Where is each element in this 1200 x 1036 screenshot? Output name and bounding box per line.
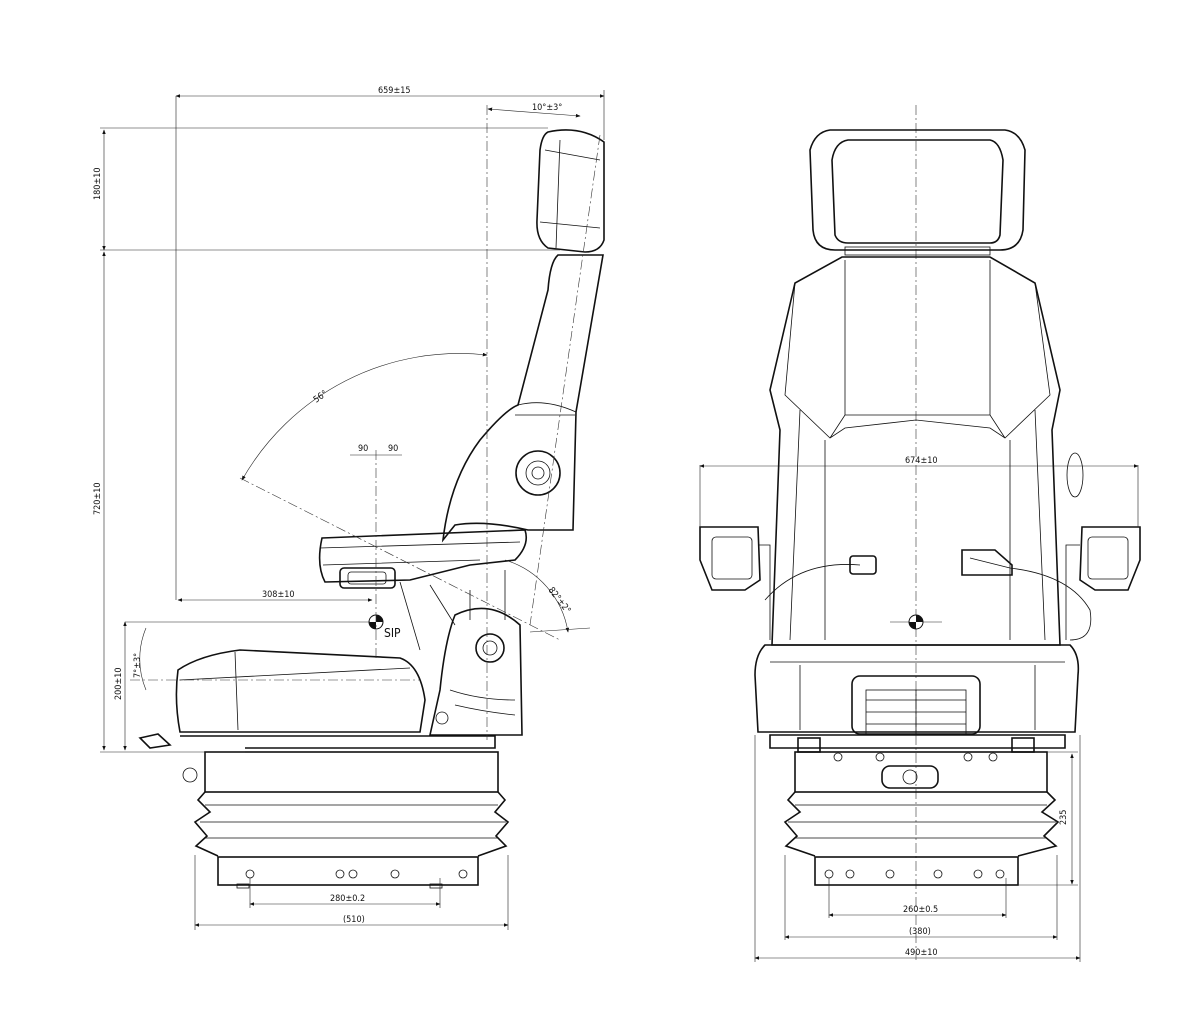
dim-armrest-angle: 82°±2° <box>546 586 573 616</box>
recline-knob-icon <box>515 450 561 496</box>
sip-label: SIP <box>384 626 401 640</box>
armrest-adjust-handle <box>339 567 396 589</box>
dim-back-height: 720±10 <box>93 482 103 515</box>
side-view: SIP 659±15 10°±3° 180±10 720±10 56° 90 9… <box>93 86 605 930</box>
dim-headrest-height: 180±10 <box>93 167 103 200</box>
dim-mount-spacing-front: 260±0.5 <box>903 905 938 915</box>
dim-sip-offset-left: 90 <box>358 444 368 454</box>
dim-mount-spacing: 280±0.2 <box>330 894 365 904</box>
side-suspension <box>182 751 510 889</box>
side-backrest <box>441 254 604 543</box>
dim-suspension-height: 235 <box>1059 810 1069 825</box>
height-adjust-handle <box>881 765 939 789</box>
front-armrest-right <box>1065 526 1141 640</box>
front-backrest <box>764 256 1092 646</box>
dim-sip-offset-right: 90 <box>388 444 398 454</box>
dim-seat-width: 490±10 <box>905 948 938 958</box>
side-seat-cushion <box>175 649 426 733</box>
connector-plug <box>849 555 877 575</box>
slide-lever <box>138 733 172 749</box>
dim-base-width: (380) <box>909 927 931 937</box>
front-sip-marker <box>890 614 942 630</box>
front-seat-base <box>754 644 1080 735</box>
side-armrest <box>318 529 528 589</box>
side-mechanism <box>429 607 523 736</box>
dim-armrest-width: 674±10 <box>905 456 938 466</box>
side-headrest <box>536 129 605 253</box>
dim-headrest-angle: 10°±3° <box>532 103 562 113</box>
dim-cushion-angle: 7°±3° <box>133 653 143 678</box>
front-view: 674±10 235 260±0.5 (380) 490±10 <box>699 105 1141 962</box>
sip-marker: SIP <box>368 614 401 640</box>
dim-seat-height: 200±10 <box>114 667 124 700</box>
recline-knob-icon <box>1066 452 1084 498</box>
front-headrest <box>809 129 1026 256</box>
dim-sip-distance: 308±10 <box>262 590 295 600</box>
front-armrest-left <box>699 526 771 640</box>
dim-overall-length: 659±15 <box>378 86 411 96</box>
front-suspension <box>783 751 1060 886</box>
dim-base-length: (510) <box>343 915 365 925</box>
